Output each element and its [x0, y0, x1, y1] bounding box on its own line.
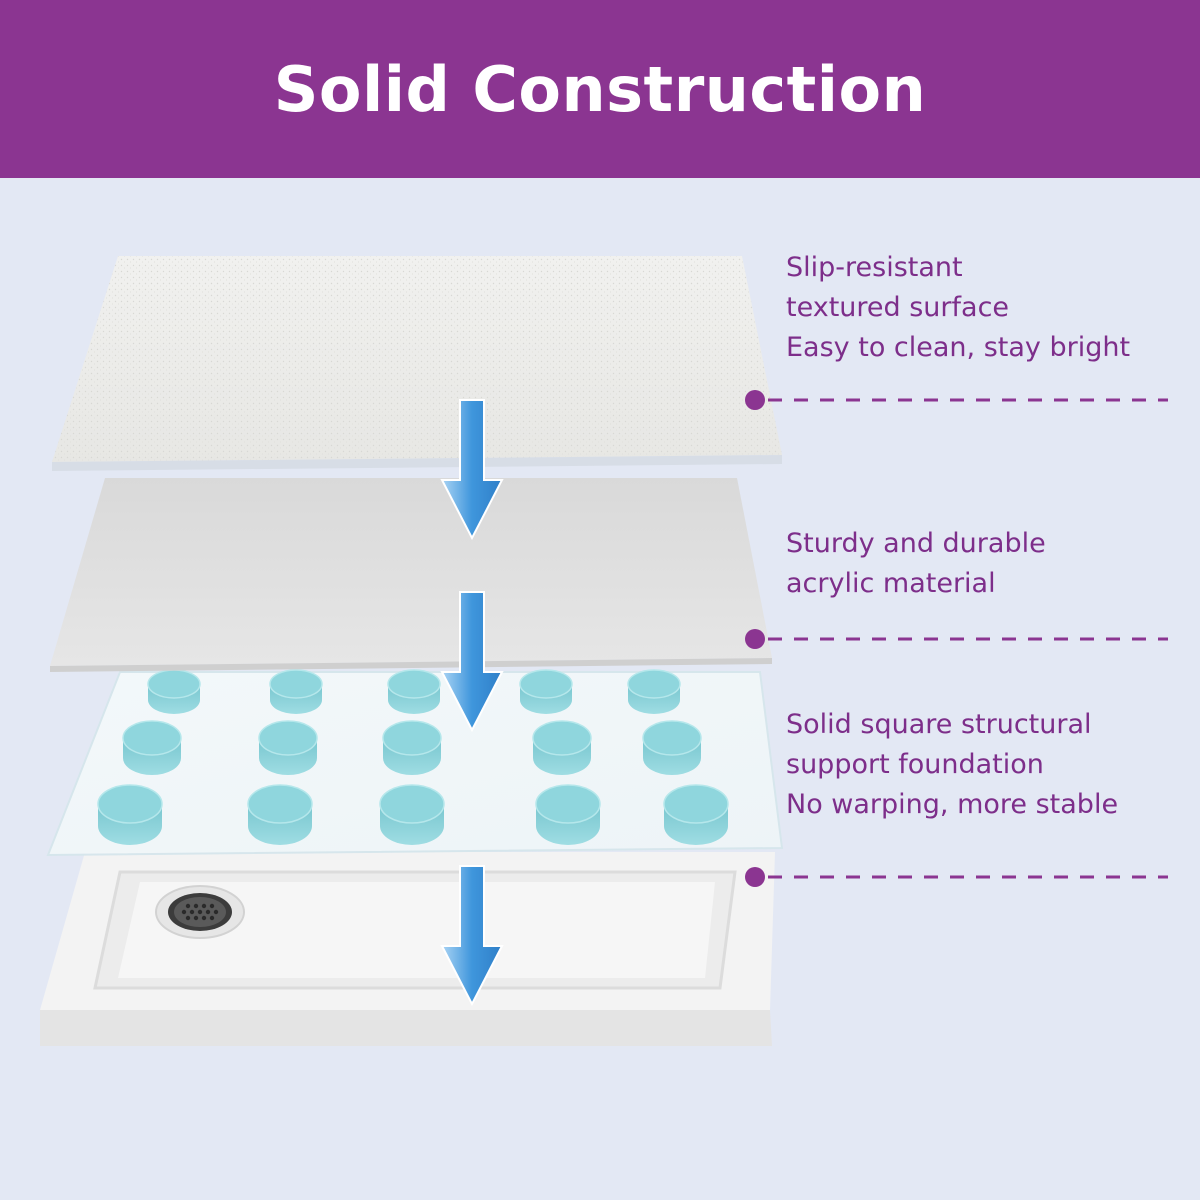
callout-line: acrylic material: [786, 568, 996, 599]
callout-surface: Slip-resistant textured surface Easy to …: [786, 248, 1130, 368]
support-pad: [535, 784, 601, 845]
support-pad: [122, 720, 182, 775]
page-title: Solid Construction: [273, 52, 927, 126]
support-pad: [642, 720, 702, 775]
support-pad: [258, 720, 318, 775]
support-pad: [379, 784, 445, 845]
support-pad: [97, 784, 163, 845]
callout-line: No warping, more stable: [786, 789, 1119, 820]
down-arrow-icon: [440, 865, 504, 1007]
textured-surface-layer: [52, 256, 782, 471]
support-pad: [532, 720, 592, 775]
leader-line: [745, 390, 1168, 410]
down-arrow-icon: [440, 399, 504, 541]
callout-acrylic: Sturdy and durable acrylic material: [786, 524, 1046, 604]
support-pad: [382, 720, 442, 775]
callout-foundation: Solid square structural support foundati…: [786, 705, 1118, 825]
support-pad: [269, 669, 323, 714]
callout-line: Sturdy and durable: [786, 528, 1046, 559]
shower-base-tray: [40, 852, 775, 1046]
callout-line: textured surface: [786, 292, 1010, 323]
acrylic-layer: [50, 478, 772, 672]
callout-line: Easy to clean, stay bright: [786, 332, 1131, 363]
support-pad: [663, 784, 729, 845]
support-pad: [147, 669, 201, 714]
callout-line: Slip-resistant: [786, 252, 963, 283]
leader-line: [745, 867, 1168, 887]
header-banner: Solid Construction: [0, 0, 1200, 178]
support-pad: [387, 669, 441, 714]
leader-line: [745, 629, 1168, 649]
down-arrow-icon: [440, 591, 504, 733]
drain-icon: [155, 885, 245, 939]
support-pad: [627, 669, 681, 714]
callout-line: support foundation: [786, 749, 1044, 780]
callout-line: Solid square structural: [786, 709, 1092, 740]
support-pad: [519, 669, 573, 714]
support-foundation-layer: [46, 669, 784, 857]
support-pad: [247, 784, 313, 845]
